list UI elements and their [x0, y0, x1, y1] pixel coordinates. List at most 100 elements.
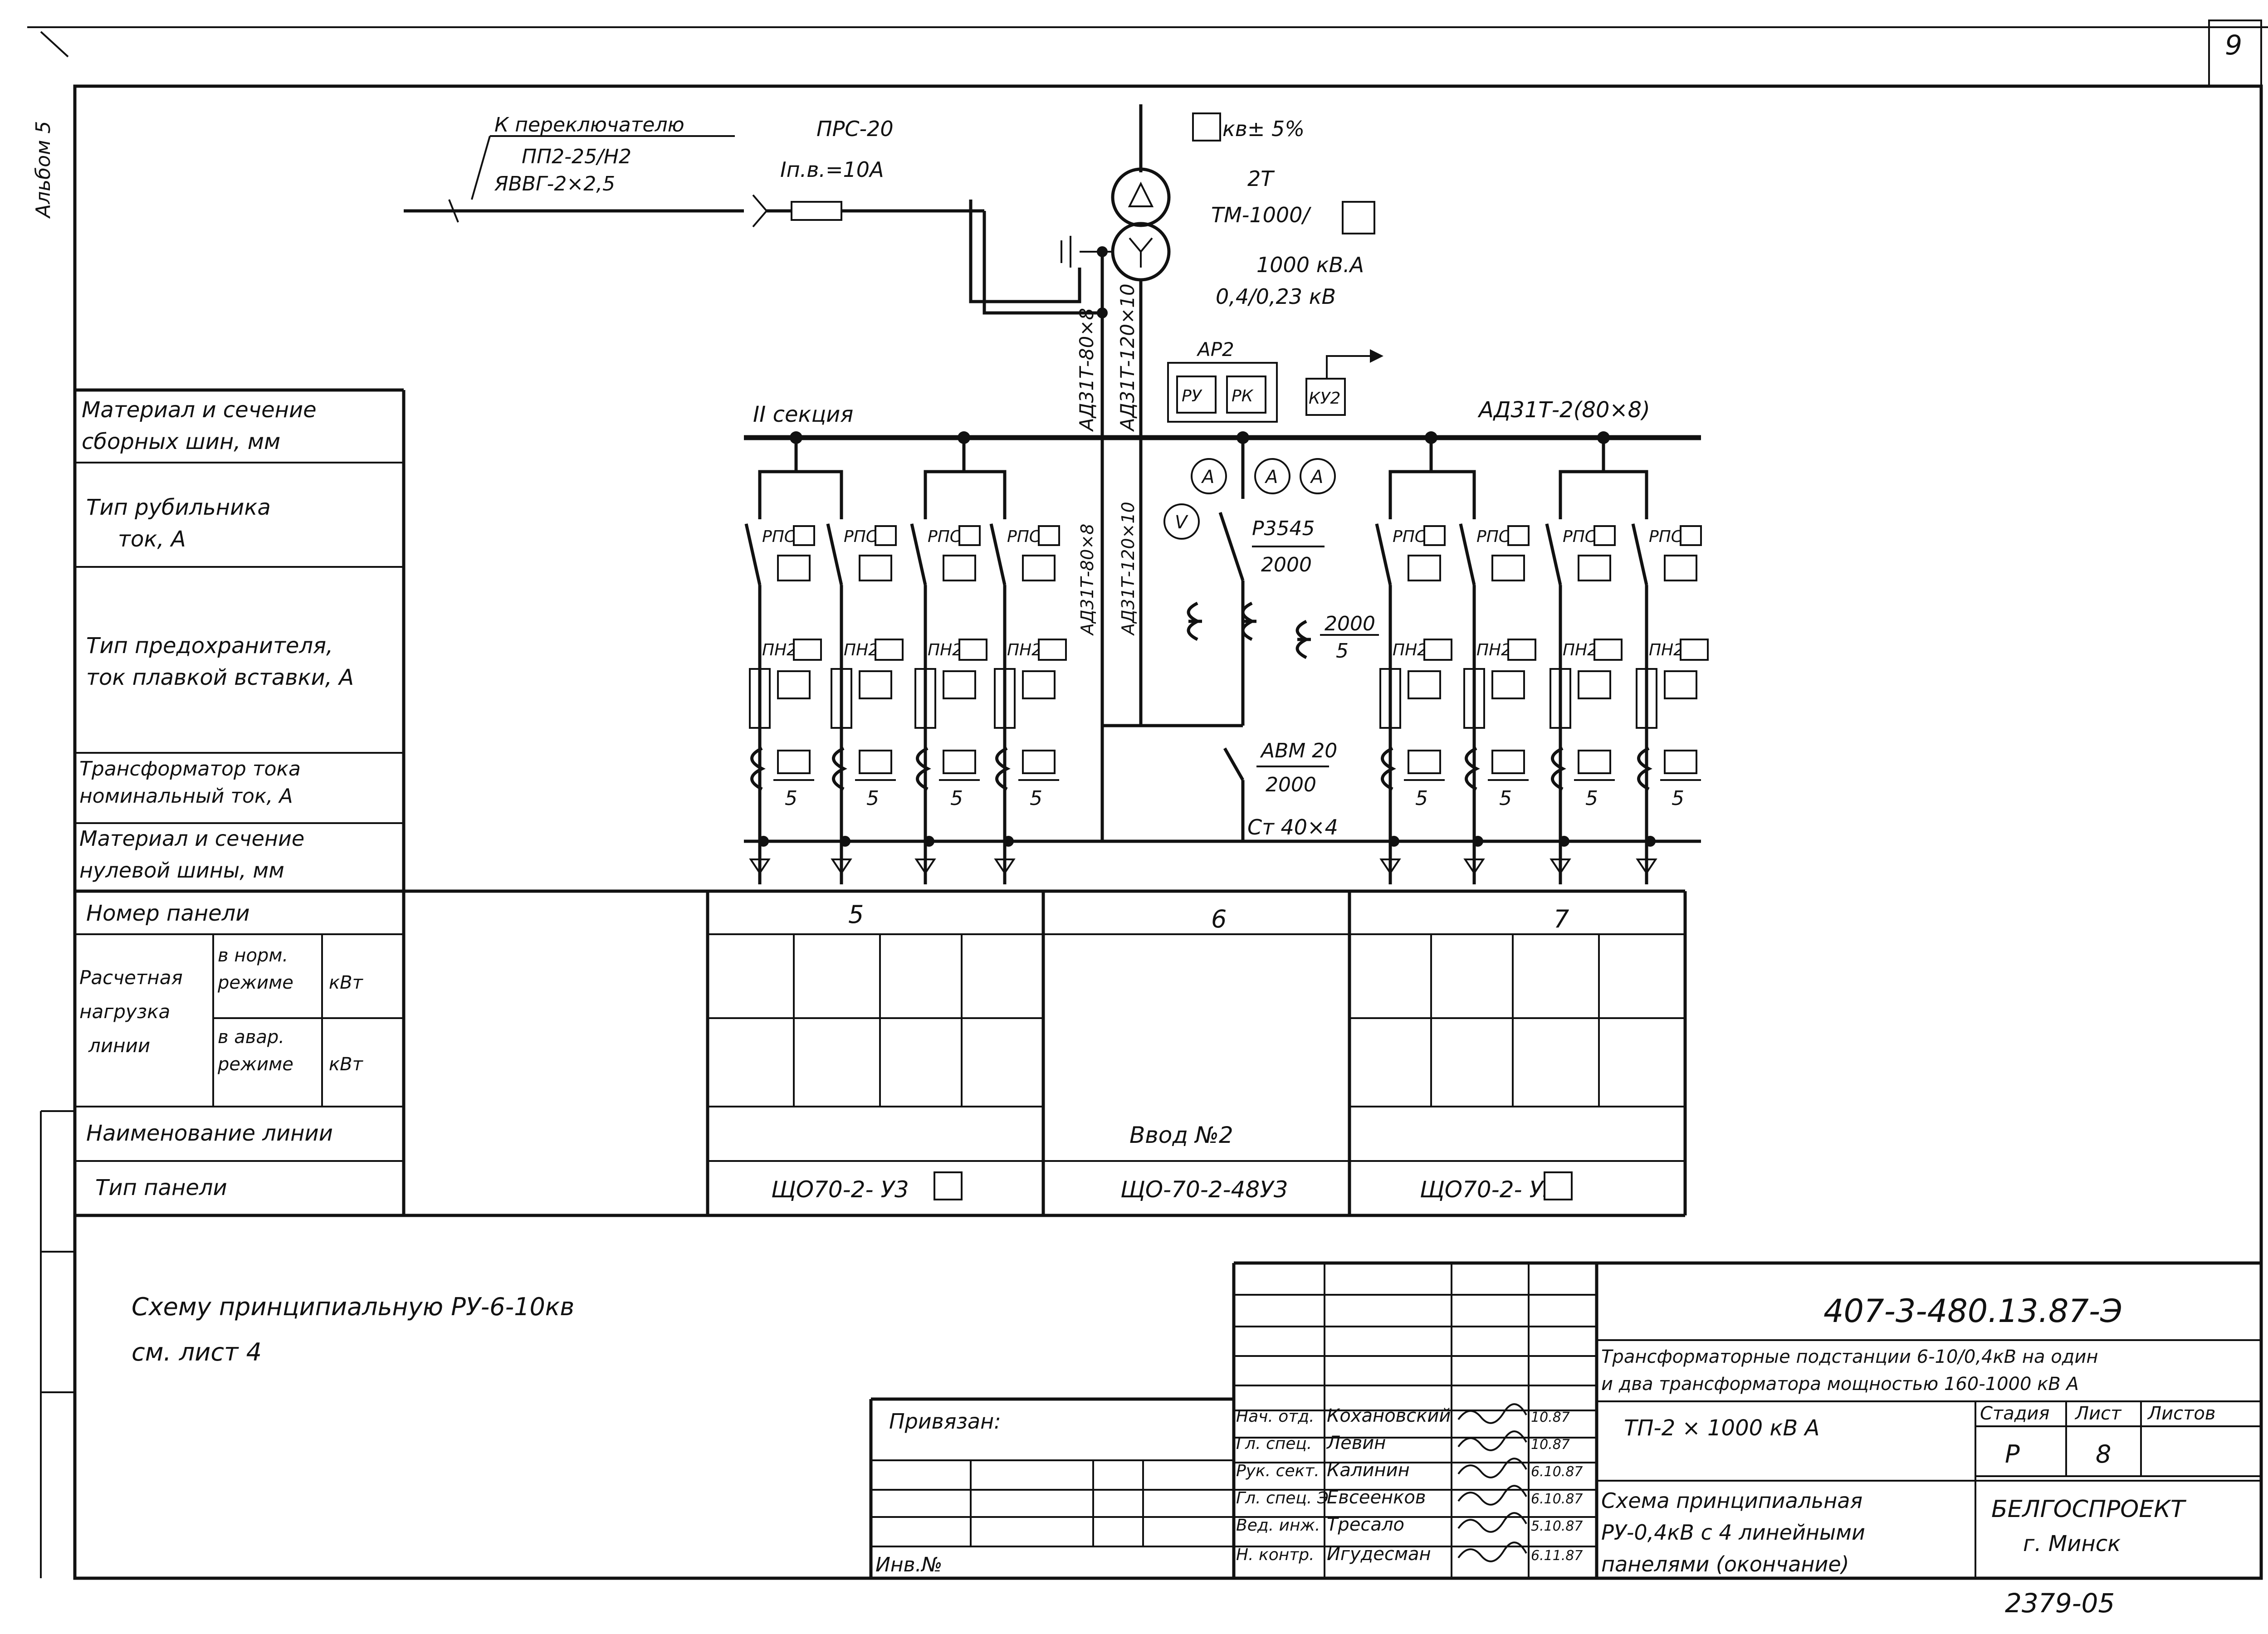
- feeder-1-pn2-rating-box: [777, 670, 811, 699]
- row-panel-type: Тип панели: [95, 1175, 227, 1200]
- feeder-7-rps-box: [1593, 525, 1616, 546]
- feeder-3-pn2-rating-box: [943, 670, 976, 699]
- feeder-6-ct-coil: [1465, 746, 1480, 791]
- feeder-8-pn2-box: [1680, 639, 1709, 661]
- feeder-7-rps-rating-box: [1578, 555, 1611, 581]
- feeder-5-arrow: [1379, 858, 1401, 875]
- feeder-1-fuse: [749, 668, 771, 729]
- feeder-5-pn2-rating-box: [1408, 670, 1441, 699]
- signatory-role: Н. контр.: [1236, 1546, 1315, 1564]
- stage-header: Стадия: [1980, 1403, 2049, 1424]
- row-normal-unit: кВт: [329, 972, 364, 993]
- signatory-name: Кохановский: [1327, 1405, 1451, 1426]
- row-header-table: [75, 388, 1685, 1217]
- signatory-name: Калинин: [1327, 1460, 1410, 1481]
- ku2-label: КУ2: [1309, 389, 1340, 408]
- signature-scribble: [1457, 1485, 1527, 1506]
- feeder-8-pn2-rating-box: [1664, 670, 1697, 699]
- feeder-6-fuse: [1463, 668, 1485, 729]
- sheet-value: 8: [2096, 1440, 2111, 1468]
- feeder-1-ct-box: [777, 750, 811, 774]
- transformer-id: 2Т: [1247, 166, 1275, 191]
- feeder-1-ct-coil: [750, 746, 766, 791]
- breaker-rating: 2000: [1261, 553, 1312, 576]
- doc-code: 407-3-480.13.87-Э: [1823, 1293, 2122, 1330]
- feeder-6-rps-box: [1507, 525, 1530, 546]
- feeder-3-rps-rating-box: [943, 555, 976, 581]
- transformer-voltage: 0,4/0,23 кВ: [1216, 284, 1336, 309]
- feeder-7-pn2-box: [1593, 639, 1623, 661]
- feeder-3-ct-box: [943, 750, 976, 774]
- feeder-3-ct-den: 5: [950, 787, 963, 810]
- transformer-symbol: [1061, 104, 1171, 726]
- feeder-2-arrow: [831, 858, 852, 875]
- feeder-1-rps-rating-box: [777, 555, 811, 581]
- feeder-2-rps-box: [875, 525, 897, 546]
- feeder-8-fuse: [1636, 668, 1657, 729]
- feeder-4-ct-coil: [995, 746, 1011, 791]
- feeder-7-ct-den: 5: [1585, 787, 1598, 810]
- feeder-1-switch-blade: [744, 523, 762, 585]
- signature-scribble: [1457, 1458, 1527, 1478]
- feeder-7-arrow: [1549, 858, 1571, 875]
- feeder-6-ct-den: 5: [1499, 787, 1512, 810]
- ap2-label: АР2: [1196, 338, 1234, 361]
- signatory-date: 6.10.87: [1531, 1464, 1583, 1480]
- feeder-7-ct-coil: [1551, 746, 1566, 791]
- breaker-type: Р3545: [1252, 517, 1315, 540]
- panel-6-number: 6: [1211, 905, 1227, 933]
- feeder-4-switch-blade: [989, 523, 1007, 585]
- sheet-number: 9: [2225, 29, 2242, 61]
- org-city: г. Минск: [2023, 1531, 2121, 1556]
- doc-title-2: и два трансформатора мощностью 160-1000 …: [1601, 1374, 2079, 1395]
- signatory-name: Тресало: [1327, 1514, 1404, 1535]
- panel-7-type: ЩО70-2- У3: [1420, 1176, 1558, 1203]
- feeder-7-ct-box: [1578, 750, 1611, 774]
- section-label: II секция: [753, 402, 853, 427]
- feeder-lines: РПС-ПН2-5РПС-ПН2-5РПС-ПН2-5РПС-ПН2-5РПС-…: [744, 490, 1709, 884]
- privyazan-label: Привязан:: [889, 1409, 1001, 1434]
- ct-main-num: 2000: [1325, 612, 1375, 635]
- fuse-current: Iп.в.=10А: [780, 157, 884, 182]
- signatory-role: Нач. отд.: [1236, 1407, 1315, 1426]
- signature-scribble: [1457, 1430, 1527, 1451]
- feeder-8-arrow: [1636, 858, 1657, 875]
- feeder-2-ct-den: 5: [866, 787, 879, 810]
- row-emergency-mode: в авар.режиме: [217, 1027, 293, 1075]
- feeder-4-pn2-box: [1038, 639, 1067, 661]
- feeder-2-switch-blade: [826, 523, 843, 585]
- bus-left-label: АД31Т-80×8: [1075, 308, 1098, 432]
- signatory-role: Рук. сект.: [1236, 1462, 1320, 1480]
- switch-type: ПП2-25/Н2: [522, 145, 631, 168]
- panel-5-number: 5: [848, 900, 864, 929]
- feeder-2-pn2-box: [875, 639, 904, 661]
- signatory-name: Евсеенков: [1327, 1487, 1426, 1508]
- feeder-3-pn2-box: [958, 639, 987, 661]
- avm-rating: 2000: [1266, 773, 1316, 796]
- signature-scribble: [1457, 1512, 1527, 1533]
- feeder-1-rps-box: [793, 525, 815, 546]
- inv-label: Инв.№: [875, 1553, 942, 1576]
- feeder-7-fuse: [1549, 668, 1571, 729]
- title-block: [869, 1261, 2261, 1578]
- transformer-power: 1000 кВ.А: [1256, 253, 1364, 277]
- neutral-bus-label: Ст 40×4: [1247, 815, 1338, 839]
- panel-6-name: Ввод №2: [1129, 1122, 1233, 1148]
- feeder-8-neutral-tap: [1645, 836, 1656, 847]
- feeder-4-ct-box: [1022, 750, 1056, 774]
- stage-value: Р: [2005, 1440, 2020, 1468]
- feeder-6-pn2-rating-box: [1491, 670, 1525, 699]
- feeder-2-ct-box: [859, 750, 892, 774]
- feeder-4-arrow: [994, 858, 1016, 875]
- feeder-5-rps-box: [1423, 525, 1446, 546]
- panel-table: [706, 891, 1687, 1215]
- bus-right-label: АД31Т-2(80×8): [1477, 397, 1650, 423]
- footer-number: 2379-05: [2005, 1588, 2115, 1619]
- feeder-5-ct-coil: [1381, 746, 1396, 791]
- feeder-5-ct-box: [1408, 750, 1441, 774]
- row-fuse-type: Тип предохранителя,ток плавкой вставки, …: [86, 633, 354, 690]
